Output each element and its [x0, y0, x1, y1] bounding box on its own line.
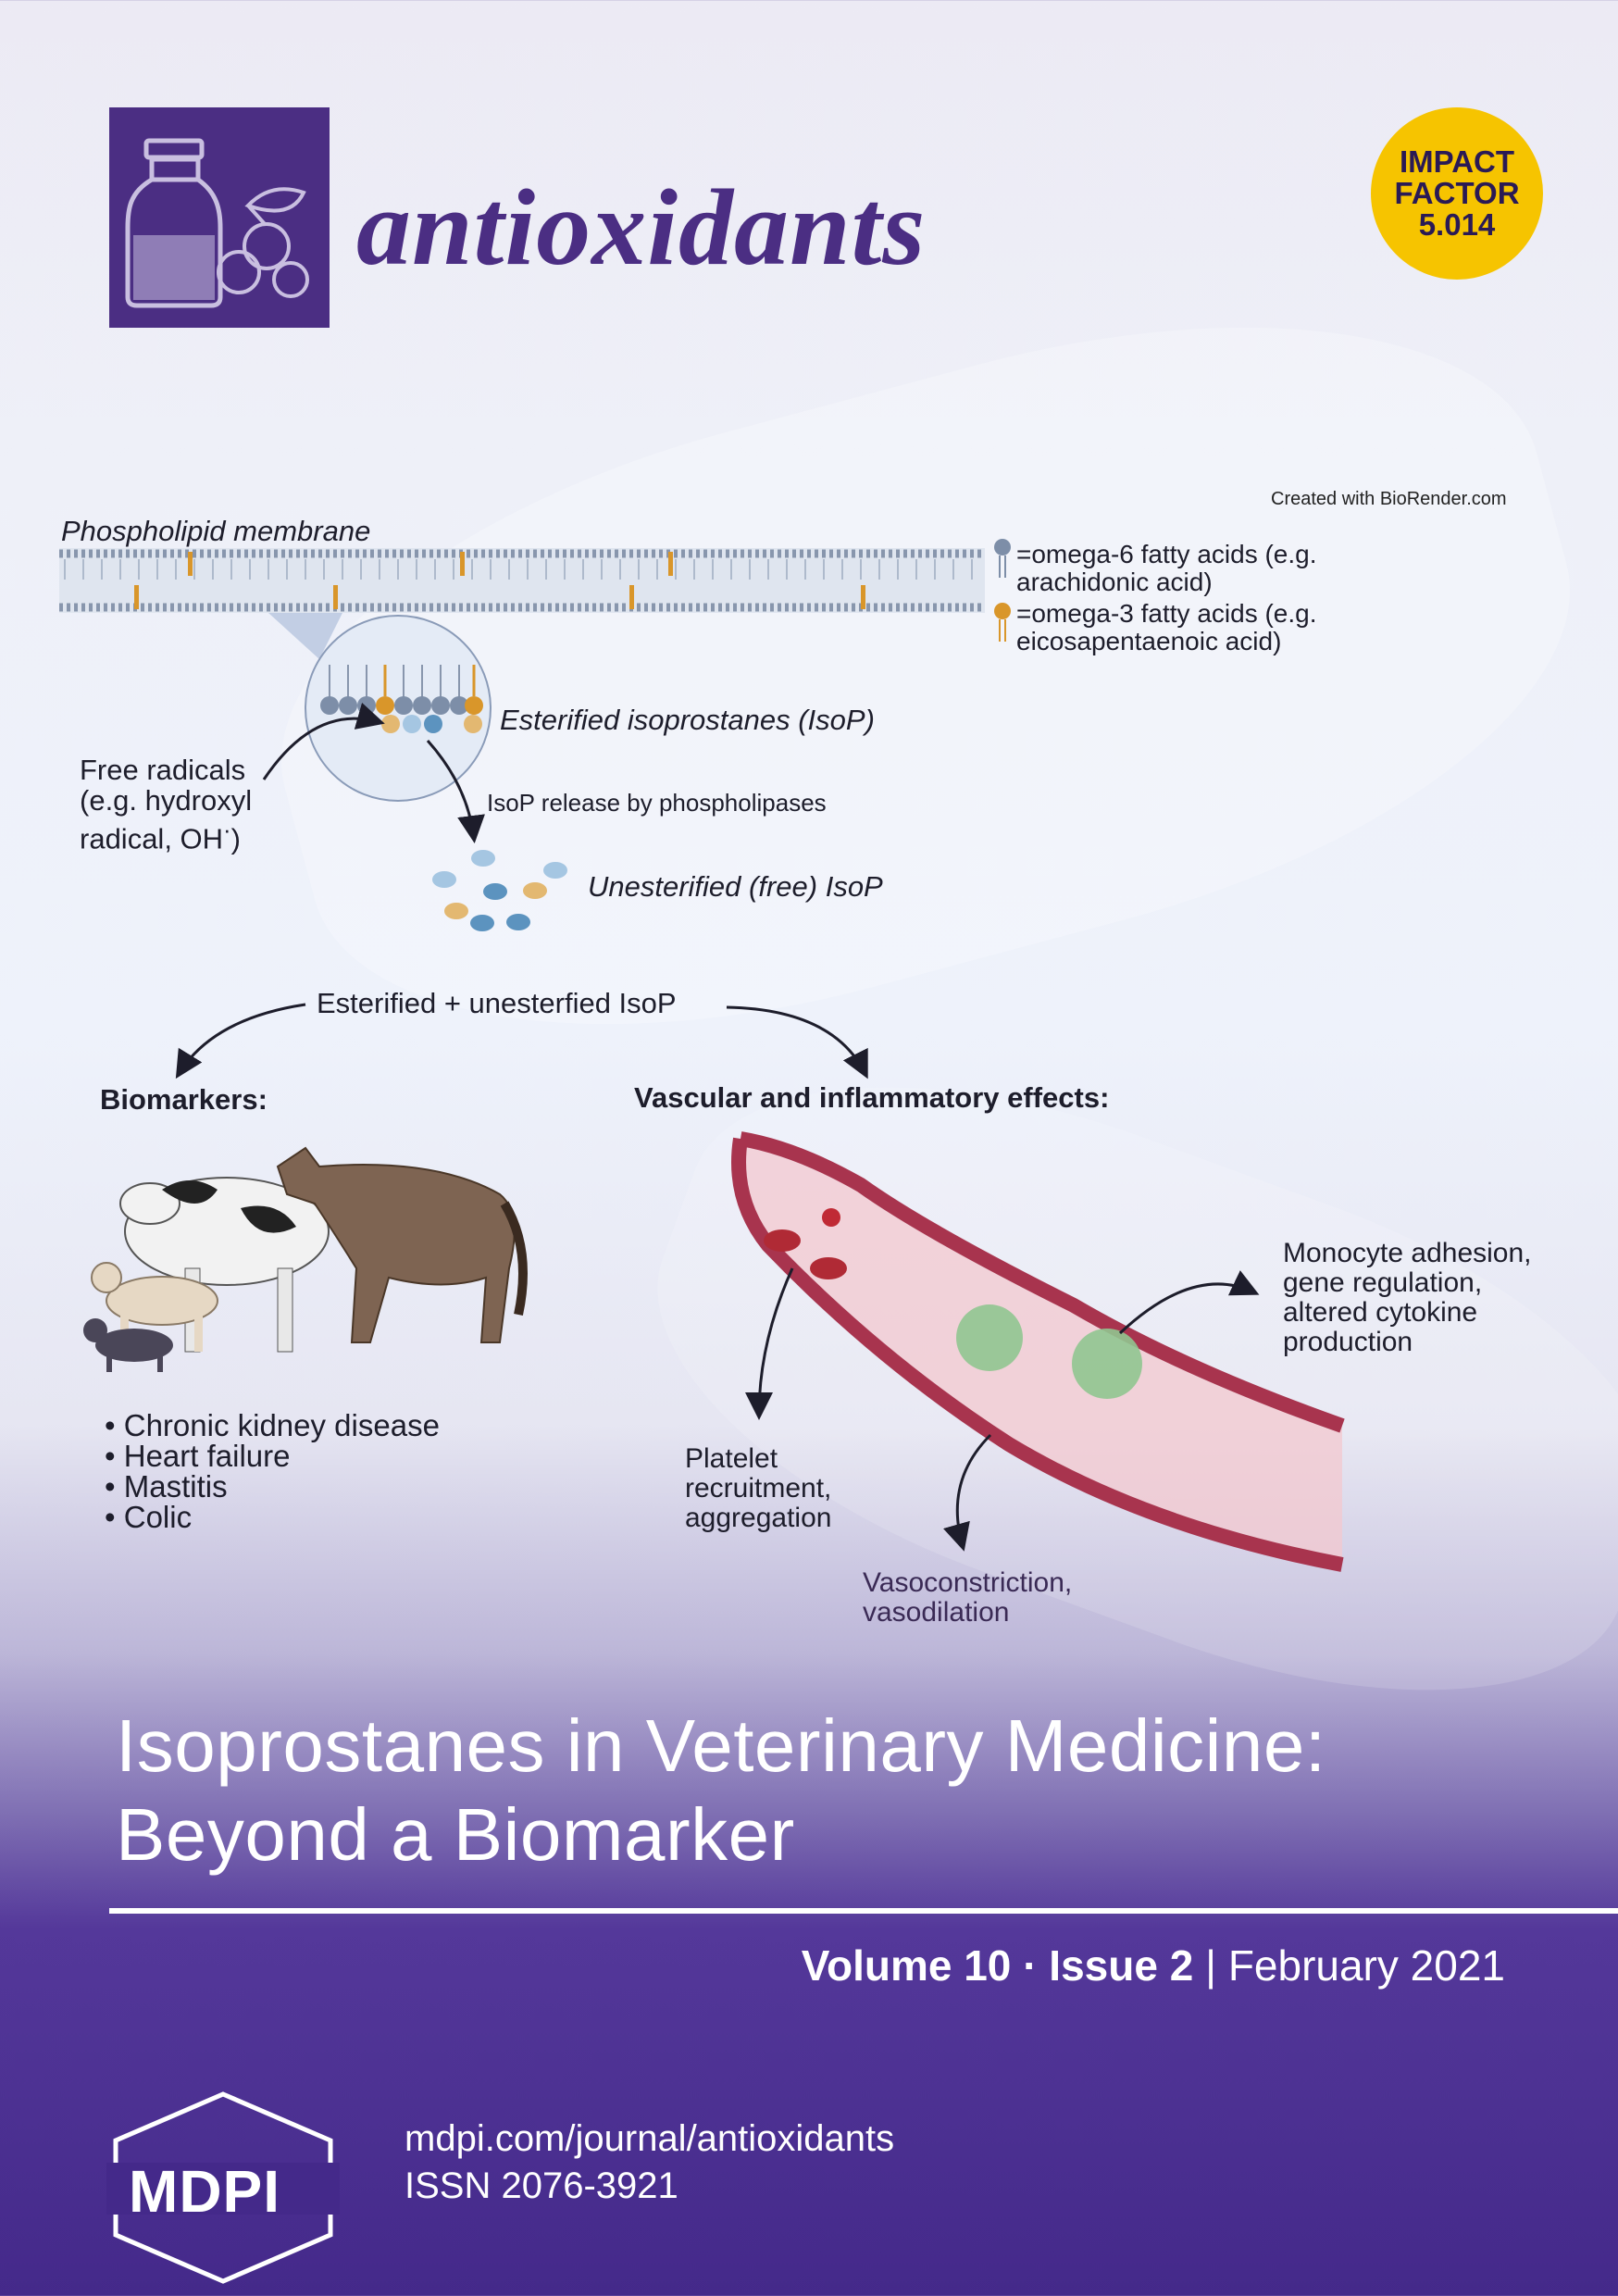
animals-illustration	[83, 1146, 528, 1372]
impact-line1: IMPACT	[1399, 144, 1515, 179]
pipe-separator: |	[1205, 1941, 1217, 1990]
free-radicals-line3: radical, OH·)	[80, 817, 241, 855]
vaso-line: Vasoconstriction,	[863, 1567, 1073, 1598]
legend-omega6-line2: arachidonic acid)	[1016, 568, 1213, 596]
blood-vessel-illustration	[731, 1131, 1345, 1572]
monocyte-line: Monocyte adhesion,	[1283, 1238, 1532, 1268]
platelet-line: aggregation	[685, 1503, 832, 1533]
impact-value: 5.014	[1418, 207, 1496, 242]
journal-title: antioxidants	[356, 167, 927, 288]
monocyte-line: gene regulation,	[1283, 1267, 1483, 1298]
combined-label: Esterified + unesterfied IsoP	[317, 987, 677, 1019]
membrane-label: Phospholipid membrane	[61, 515, 371, 547]
cover-title: Isoprostanes in Veterinary Medicine: Bey…	[116, 1702, 1326, 1879]
legend-omega6-line1: =omega-6 fatty acids (e.g.	[1016, 540, 1317, 568]
list-item: • Chronic kidney disease	[105, 1408, 440, 1442]
list-item: • Heart failure	[105, 1439, 291, 1473]
vaso-label: Vasoconstriction, vasodilation	[863, 1568, 1072, 1628]
legend-omega3: =omega-3 fatty acids (e.g. eicosapentaen…	[1016, 600, 1317, 655]
monocyte-line: altered cytokine	[1283, 1297, 1478, 1328]
volume-separator: ·	[1023, 1941, 1038, 1990]
cover-title-line1: Isoprostanes in Veterinary Medicine:	[116, 1704, 1326, 1787]
platelet-line: recruitment,	[685, 1473, 832, 1504]
vaso-line: vasodilation	[863, 1597, 1010, 1628]
journal-info: mdpi.com/journal/antioxidants ISSN 2076-…	[404, 2115, 894, 2210]
monocyte-label: Monocyte adhesion, gene regulation, alte…	[1283, 1239, 1532, 1357]
platelet-line: Platelet	[685, 1443, 778, 1474]
legend-omega3-line1: =omega-3 fatty acids (e.g.	[1016, 599, 1317, 628]
mdpi-logo: MDPI	[106, 2090, 340, 2285]
radical-superscript: ·	[223, 817, 231, 843]
mdpi-text: MDPI	[129, 2158, 280, 2225]
issn: ISSN 2076-3921	[404, 2165, 678, 2206]
esterified-label: Esterified isoprostanes (IsoP)	[500, 704, 875, 736]
biorender-credit: Created with BioRender.com	[1271, 489, 1507, 509]
volume: Volume 10	[801, 1941, 1012, 1990]
monocyte-line: production	[1283, 1327, 1413, 1357]
list-item: • Mastitis	[105, 1469, 228, 1504]
legend-omega6: =omega-6 fatty acids (e.g. arachidonic a…	[1016, 541, 1317, 596]
journal-url[interactable]: mdpi.com/journal/antioxidants	[404, 2118, 895, 2159]
legend-omega3-line2: eicosapentaenoic acid)	[1016, 627, 1282, 655]
volume-issue-line: Volume 10 · Issue 2 | February 2021	[802, 1940, 1505, 1990]
unesterified-label: Unesterified (free) IsoP	[588, 870, 883, 903]
figure-illustration	[59, 539, 1345, 1572]
cover-title-line2: Beyond a Biomarker	[116, 1793, 795, 1876]
title-divider	[109, 1908, 1618, 1914]
free-radicals-label: Free radicals (e.g. hydroxyl radical, OH…	[80, 755, 252, 854]
vascular-heading: Vascular and inflammatory effects:	[634, 1081, 1110, 1114]
issue-date: February 2021	[1227, 1941, 1505, 1990]
free-radicals-close: )	[230, 822, 241, 855]
free-radicals-line1: Free radicals	[80, 754, 246, 786]
impact-line2: FACTOR	[1394, 176, 1520, 210]
biomarkers-heading: Biomarkers:	[100, 1083, 268, 1116]
phospholipid-membrane	[59, 548, 985, 613]
free-radicals-line2: (e.g. hydroxyl	[80, 784, 253, 817]
impact-factor-badge: IMPACT FACTOR 5.014	[1371, 107, 1543, 280]
journal-logo	[109, 107, 330, 328]
biomarker-list: • Chronic kidney disease • Heart failure…	[105, 1410, 440, 1532]
legend-icons	[994, 539, 1011, 642]
platelet-label: Platelet recruitment, aggregation	[685, 1444, 831, 1533]
free-isop-molecules	[432, 850, 567, 931]
membrane-zoom-circle	[305, 615, 492, 802]
release-label: IsoP release by phospholipases	[487, 789, 827, 817]
list-item: • Colic	[105, 1500, 193, 1534]
issue: Issue 2	[1049, 1941, 1194, 1990]
